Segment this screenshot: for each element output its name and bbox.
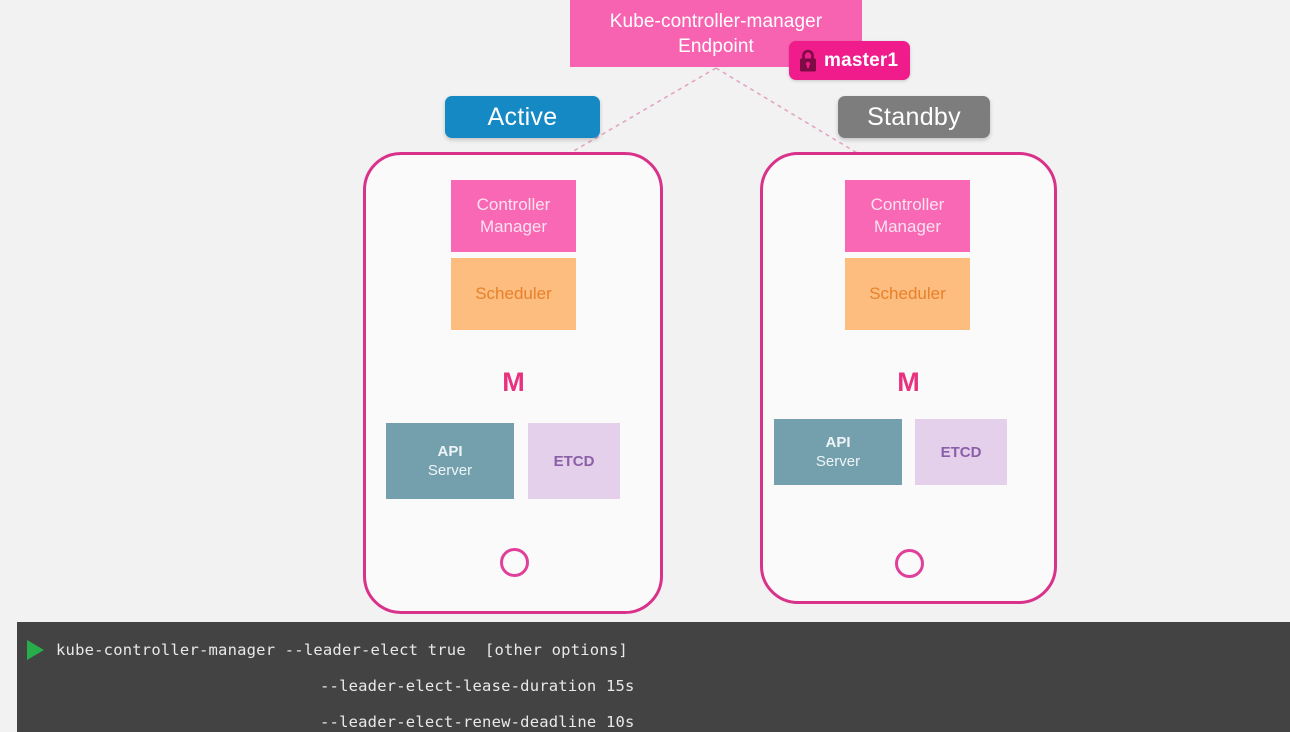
master-badge: master1	[789, 41, 910, 80]
node-letter-active: M	[502, 367, 525, 397]
scheduler-label: Scheduler	[869, 284, 946, 303]
state-pill-active: Active	[445, 96, 600, 138]
state-pill-standby-label: Standby	[867, 102, 961, 131]
controller-manager-label-line-1: Controller	[476, 195, 551, 214]
state-pill-standby: Standby	[838, 96, 990, 138]
api-server-box-active: API Server	[386, 423, 514, 499]
etcd-label: ETCD	[940, 443, 982, 461]
terminal-panel: kube-controller-manager --leader-elect t…	[17, 622, 1290, 732]
state-pill-active-label: Active	[487, 102, 558, 131]
controller-manager-box-standby: Controller Manager	[845, 180, 970, 252]
scheduler-box-active: Scheduler	[451, 258, 576, 330]
etcd-label: ETCD	[553, 452, 595, 470]
api-server-label-line-1: API	[825, 434, 851, 451]
api-server-label-line-1: API	[437, 443, 463, 460]
controller-manager-label-line-2: Manager	[479, 217, 548, 236]
home-circle-icon-active	[500, 548, 529, 577]
endpoint-title-line-2: Endpoint	[678, 35, 754, 57]
etcd-box-standby: ETCD	[915, 419, 1007, 485]
terminal-line: --leader-elect-renew-deadline 10s	[17, 704, 1290, 732]
controller-manager-box-active: Controller Manager	[451, 180, 576, 252]
etcd-box-active: ETCD	[528, 423, 620, 499]
master-node-active: Controller Manager Scheduler M API Serve…	[363, 152, 663, 614]
terminal-flag-text: --leader-elect-renew-deadline 10s	[320, 713, 635, 731]
endpoint-title-line-1: Kube-controller-manager	[609, 10, 823, 32]
scheduler-box-standby: Scheduler	[845, 258, 970, 330]
node-letter-standby: M	[897, 367, 920, 397]
lock-icon	[800, 49, 816, 71]
terminal-flag-text: --leader-elect-lease-duration 15s	[320, 677, 635, 695]
home-circle-icon-standby	[895, 549, 924, 578]
scheduler-label: Scheduler	[475, 284, 552, 303]
api-server-label-line-2: Server	[427, 462, 473, 479]
controller-manager-label-line-1: Controller	[870, 195, 945, 214]
api-server-box-standby: API Server	[774, 419, 902, 485]
api-server-label-line-2: Server	[815, 453, 861, 470]
controller-manager-label-line-2: Manager	[873, 217, 942, 236]
master-badge-label: master1	[824, 49, 899, 71]
terminal-line: kube-controller-manager --leader-elect t…	[17, 632, 1290, 668]
master-node-standby: Controller Manager Scheduler M API Serve…	[760, 152, 1057, 604]
play-triangle-icon	[27, 640, 44, 660]
terminal-command-text: kube-controller-manager --leader-elect t…	[56, 641, 628, 659]
terminal-line: --leader-elect-lease-duration 15s	[17, 668, 1290, 704]
